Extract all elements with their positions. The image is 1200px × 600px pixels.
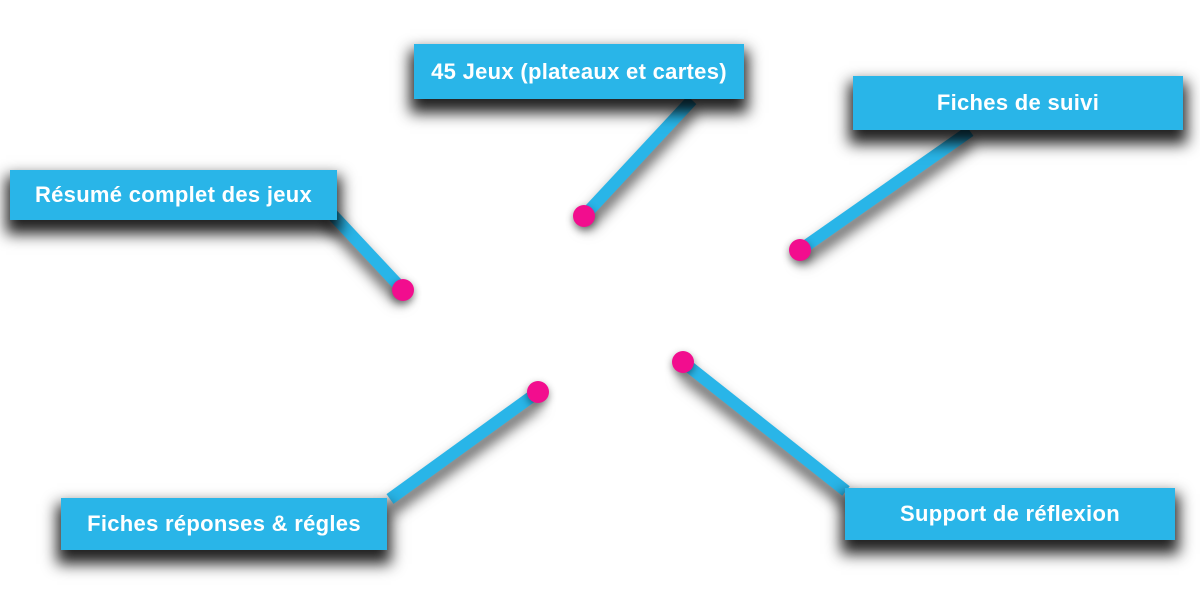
callout-45-jeux: 45 Jeux (plateaux et cartes) (414, 44, 744, 99)
dot-marker-45-jeux (573, 205, 595, 227)
connector-line-fiches-reponses (386, 387, 542, 504)
callout-support-reflexion-label: Support de réflexion (900, 501, 1120, 526)
callout-support-reflexion: Support de réflexion (845, 488, 1175, 540)
connector-line-45-jeux (579, 95, 697, 221)
callout-fiches-de-suivi: Fiches de suivi (853, 76, 1183, 130)
connector-line-support-reflexion (679, 357, 850, 496)
dot-marker-resume-complet (392, 279, 414, 301)
callout-resume-complet-label: Résumé complet des jeux (34, 182, 313, 207)
connector-line-fiches-de-suivi (796, 126, 974, 255)
callout-fiches-reponses-label: Fiches réponses & régles (87, 511, 361, 536)
callout-fiches-reponses: Fiches réponses & régles (61, 498, 387, 550)
connector-line-resume-complet (325, 207, 408, 295)
callout-fiches-de-suivi-label: Fiches de suivi (936, 90, 1100, 115)
callout-resume-complet: Résumé complet des jeux (10, 170, 337, 220)
dot-marker-support-reflexion (672, 351, 694, 373)
callout-45-jeux-label: 45 Jeux (plateaux et cartes) (431, 58, 727, 84)
dot-marker-fiches-de-suivi (789, 239, 811, 261)
dot-marker-fiches-reponses (527, 381, 549, 403)
